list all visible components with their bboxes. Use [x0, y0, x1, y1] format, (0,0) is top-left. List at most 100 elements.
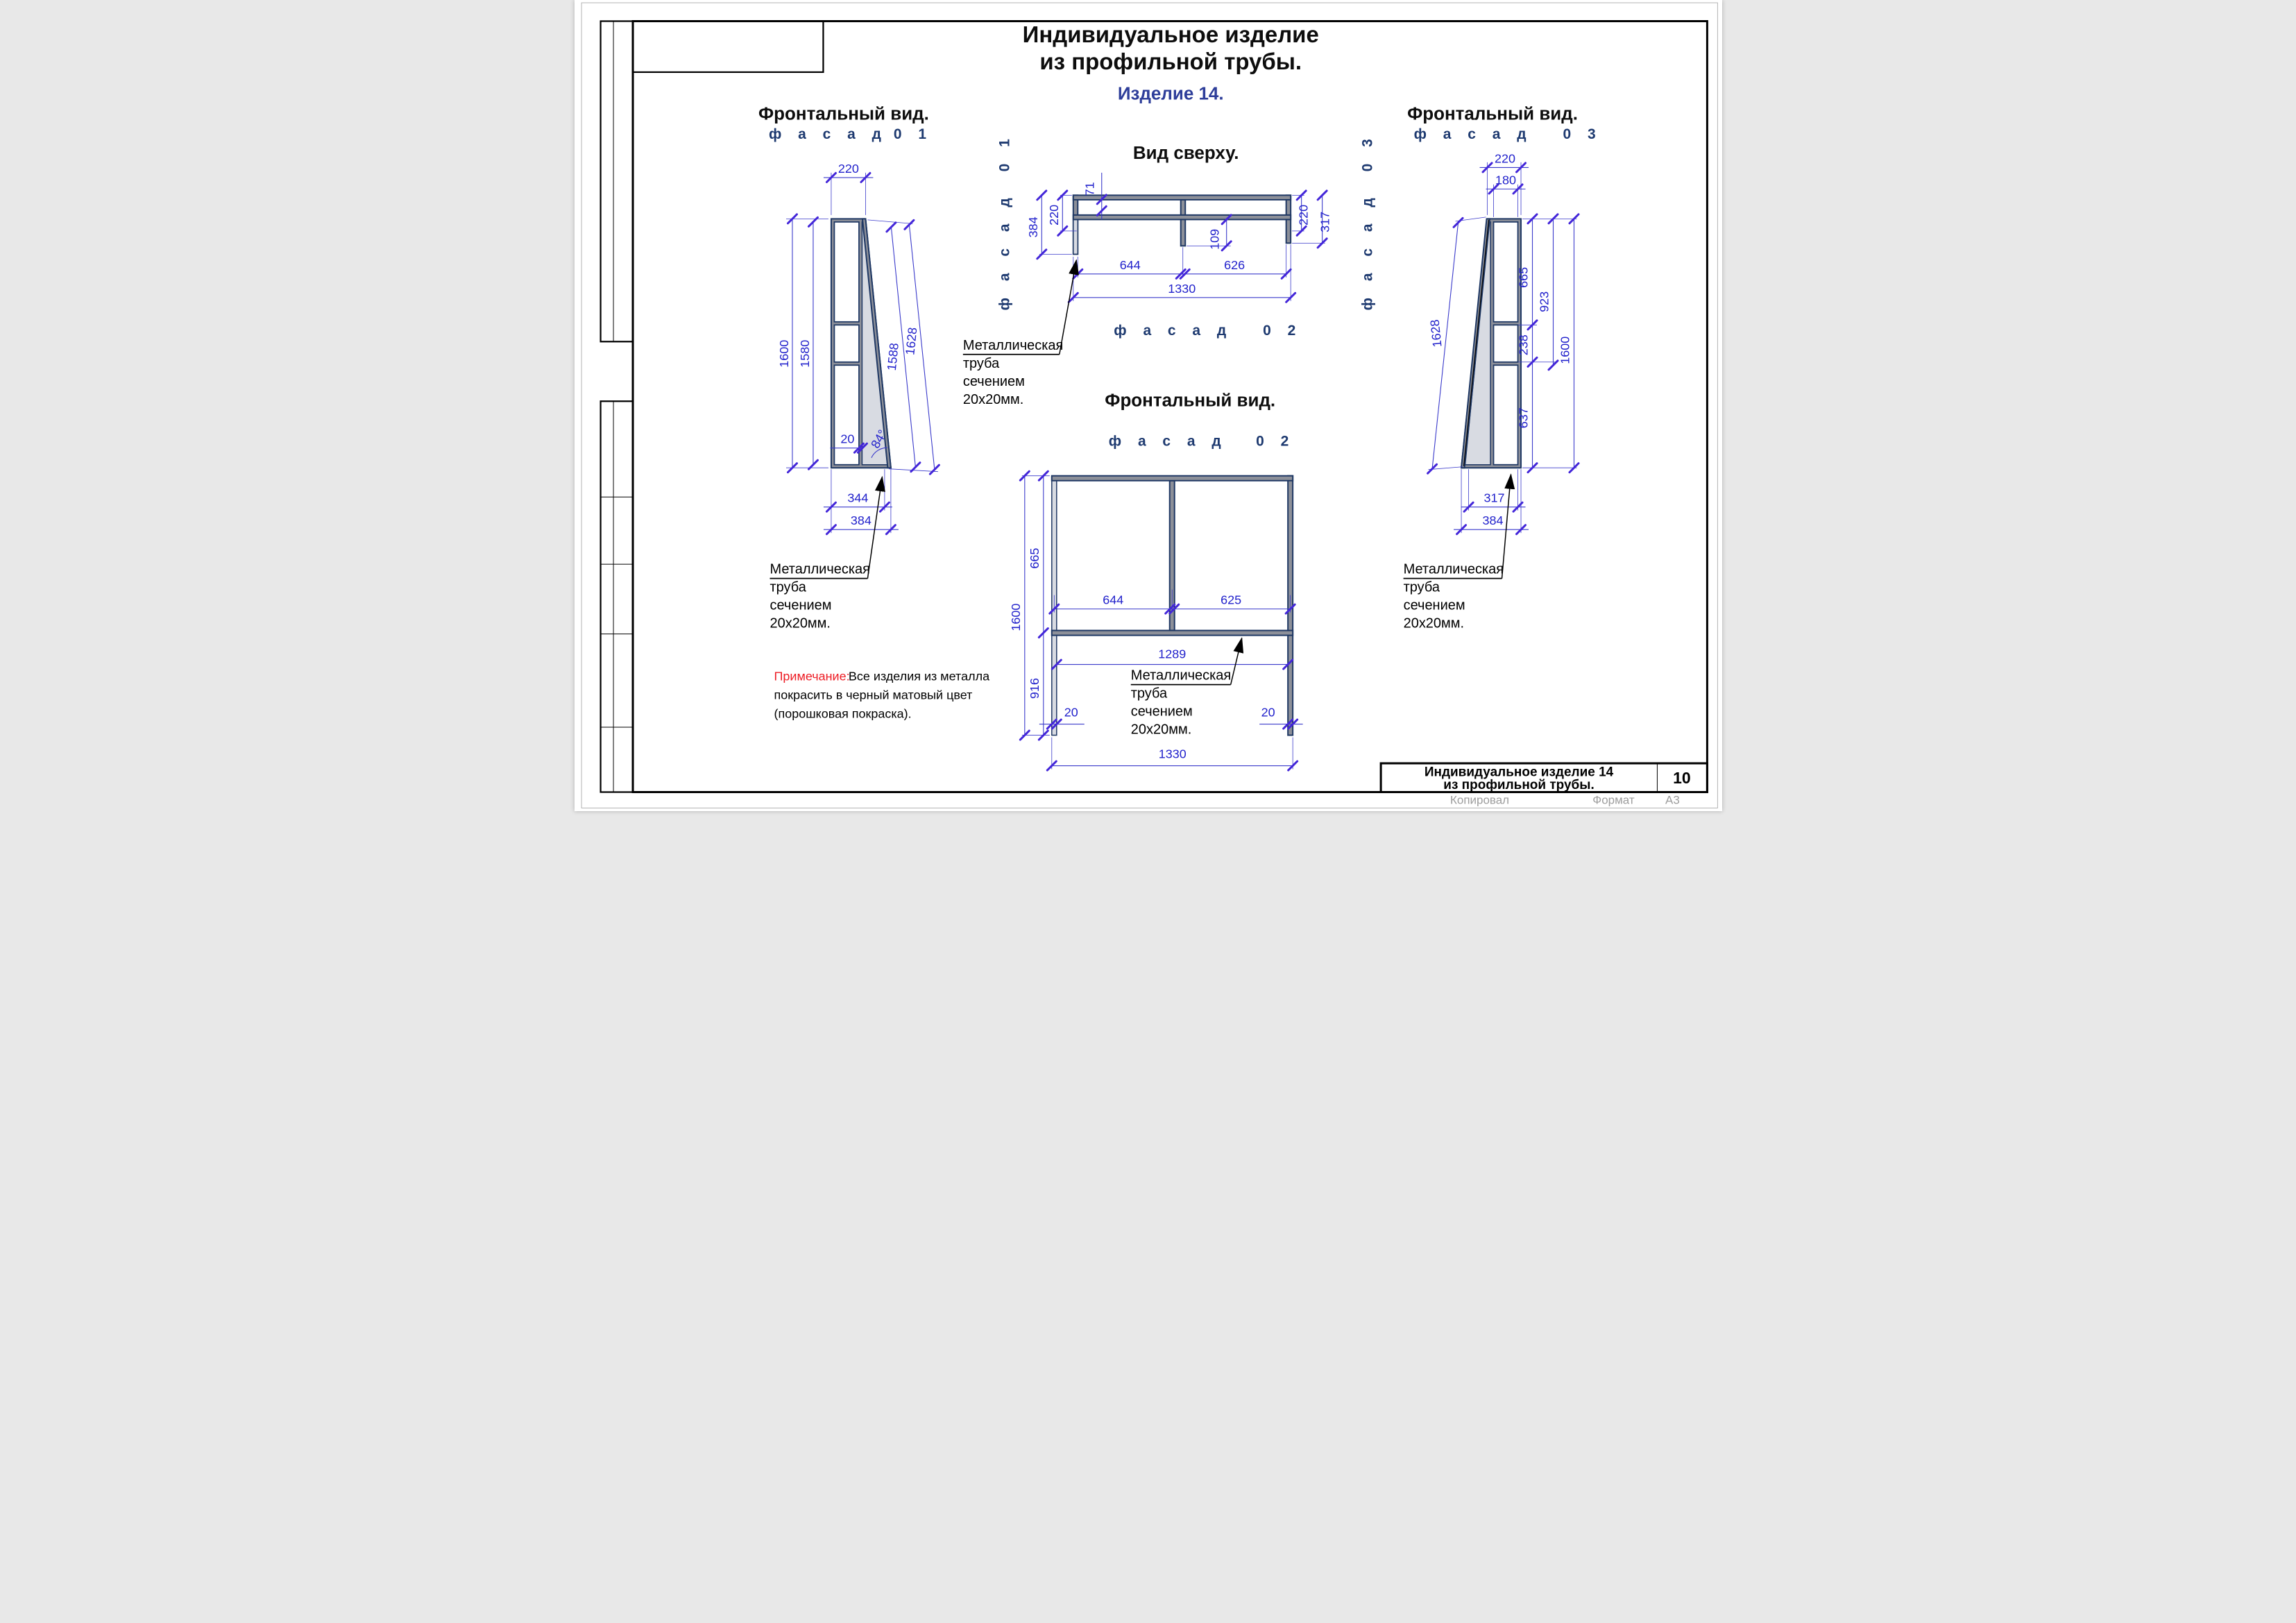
footer-format-value: А3	[1665, 794, 1680, 807]
front02-callout-line2: труба	[1130, 686, 1167, 702]
front01-callout-line4: 20х20мм.	[769, 616, 830, 631]
title-block: Индивидуальное изделие 14 из профильной …	[1379, 762, 1708, 794]
dim-front01-height-outer: 1600	[776, 340, 790, 368]
dim-front02-leg-right: 20	[1261, 706, 1275, 720]
dim-front03-top: 220	[1495, 151, 1515, 165]
dim-top-left384: 384	[1026, 216, 1039, 237]
note-line2: покрасить в черный матовый цвет	[774, 688, 972, 702]
front02-title: Фронтальный вид.	[1105, 390, 1275, 411]
front03-callout-line1: Металлическая	[1403, 562, 1504, 577]
dim-top-left220: 220	[1046, 205, 1060, 226]
front03-facade-num: 0 3	[1563, 126, 1601, 142]
note-line3: (порошковая покраска).	[774, 707, 911, 721]
dim-front03-bottom-outer: 384	[1482, 513, 1503, 527]
footer-format-label: Формат	[1592, 794, 1635, 807]
dim-front01-bottom-inner: 344	[847, 491, 868, 505]
front02-mid-rail	[1051, 629, 1293, 636]
top-left-stamp-box	[631, 20, 824, 74]
facade03-vertical-num: 0 3	[1359, 133, 1375, 171]
dim-top-109: 109	[1207, 229, 1221, 250]
front01-callout-line1: Металлическая	[769, 562, 870, 577]
front03-callout-line2: труба	[1403, 580, 1440, 595]
front01-facade-label: ф а с а д	[768, 126, 887, 142]
dim-front02-916: 916	[1027, 678, 1041, 699]
dim-front03-665: 665	[1516, 267, 1530, 288]
dim-front03-923: 923	[1537, 291, 1551, 312]
page-title-line2: из профильной трубы.	[1039, 49, 1302, 74]
top-left-leg-lower	[1072, 219, 1078, 255]
footer-copied: Копировал	[1449, 794, 1508, 807]
dim-top-right220: 220	[1296, 205, 1310, 226]
facade01-vertical-label: ф а с а д 0 1	[996, 133, 1012, 310]
left-margin-upper-box	[599, 20, 633, 343]
dim-front02-bay-right: 625	[1221, 593, 1241, 607]
dim-front03-bottom-inner: 317	[1483, 491, 1504, 505]
front03-dimensions: 220 180 665 238 637 923 1600	[1426, 151, 1579, 536]
title-block-line1: Индивидуальное изделие 14	[1424, 765, 1613, 780]
top-rail-front	[1072, 194, 1291, 201]
dim-front02-1600: 1600	[1008, 604, 1022, 631]
front02-callout-line3: сечением	[1130, 704, 1192, 720]
view-front03: Фронтальный вид. ф а с а д 0 3 220 180	[1403, 103, 1601, 631]
view-top: Вид сверху. 71 220 384	[962, 142, 1332, 407]
dim-front02-inner: 1289	[1158, 647, 1186, 661]
dim-front03-238: 238	[1516, 334, 1530, 355]
page-title-line1: Индивидуальное изделие	[1022, 22, 1318, 47]
top-tube-callout: Металлическая труба сечением 20х20мм.	[962, 259, 1079, 407]
top-callout-line4: 20х20мм.	[962, 392, 1023, 407]
dim-front03-slant: 1628	[1427, 318, 1444, 348]
dim-front01-bottom-outer: 384	[850, 513, 871, 527]
dim-front02-bay-left: 644	[1103, 593, 1123, 607]
product-subtitle: Изделие 14.	[1117, 83, 1223, 103]
facade02-standalone-word: ф а с а д	[1114, 323, 1232, 339]
dim-front03-637: 637	[1516, 407, 1530, 428]
front02-callout-line4: 20х20мм.	[1130, 722, 1191, 738]
sheet-footer: Копировал Формат А3	[1449, 794, 1679, 807]
front03-frame-members	[1460, 218, 1522, 469]
facade03-vertical-word: ф а с а д	[1359, 192, 1375, 310]
top-callout-line2: труба	[962, 356, 999, 371]
front03-title: Фронтальный вид.	[1407, 103, 1578, 124]
top-rail-back	[1072, 214, 1291, 221]
front03-tube-callout: Металлическая труба сечением 20х20мм.	[1403, 473, 1515, 631]
front03-callout-line4: 20х20мм.	[1403, 616, 1463, 631]
front01-callout-line2: труба	[769, 580, 806, 595]
front03-facade-label: ф а с а д	[1413, 126, 1532, 142]
sheet-outer-border	[581, 2, 1718, 809]
front01-facade-num: 0 1	[893, 126, 932, 142]
view-front02: Фронтальный вид. ф а с а д 0 2 665 916 1…	[1008, 390, 1303, 772]
facade01-vertical-word: ф а с а д	[996, 192, 1012, 310]
title-block-line2: из профильной трубы.	[1443, 778, 1594, 792]
top-dimensions: 71 220 384 220 317 109	[1026, 172, 1332, 303]
dim-top-bay-right: 626	[1224, 258, 1245, 272]
top-callout-line1: Металлическая	[962, 338, 1063, 353]
dim-front01-top: 220	[837, 162, 858, 176]
dim-front03-1600: 1600	[1558, 337, 1572, 364]
front01-callout-line3: сечением	[769, 598, 831, 613]
front02-facade-label: ф а с а д	[1108, 434, 1227, 450]
note-line1: Все изделия из металла	[848, 670, 989, 683]
top-center-leg	[1180, 198, 1186, 247]
note-label: Примечание:	[774, 670, 849, 683]
facade01-vertical-num: 0 1	[996, 133, 1012, 171]
dim-top-bay-left: 644	[1119, 258, 1140, 272]
front02-callout-line1: Металлическая	[1130, 668, 1231, 683]
front02-top-rail	[1051, 475, 1293, 482]
dim-front01-slant-outer: 1628	[903, 327, 919, 356]
front01-frame-members	[830, 218, 892, 469]
dim-top-total: 1330	[1168, 282, 1196, 296]
dim-top-right317: 317	[1318, 212, 1332, 232]
dim-front01-height-inner: 1580	[797, 340, 811, 368]
view-front01: Фронтальный вид. ф а с а д 0 1 220 1600	[758, 103, 940, 631]
note-block: Примечание: Все изделия из металла покра…	[774, 670, 989, 721]
top-callout-line3: сечением	[962, 374, 1024, 389]
front02-tube-callout: Металлическая труба сечением 20х20мм.	[1130, 637, 1243, 738]
front01-title: Фронтальный вид.	[758, 103, 929, 124]
top-title: Вид сверху.	[1132, 142, 1239, 163]
facade02-standalone-num: 0 2	[1263, 323, 1302, 339]
left-margin-lower-stamp	[599, 400, 633, 793]
dim-top-71: 71	[1082, 182, 1096, 196]
title-block-sheet-number: 10	[1673, 769, 1691, 787]
dim-front02-total: 1330	[1158, 747, 1186, 761]
facade03-vertical-label: ф а с а д 0 3	[1359, 133, 1375, 310]
